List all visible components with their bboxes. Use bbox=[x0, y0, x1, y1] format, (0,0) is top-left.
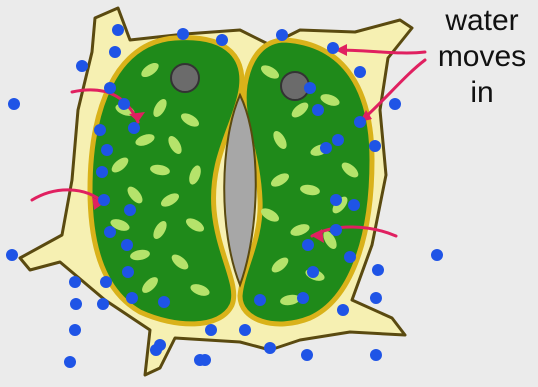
water-molecule-icon bbox=[122, 266, 134, 278]
water-molecule-icon bbox=[264, 342, 276, 354]
water-molecule-icon bbox=[301, 349, 313, 361]
water-molecule-icon bbox=[112, 24, 124, 36]
water-molecule-icon bbox=[94, 124, 106, 136]
water-molecule-icon bbox=[297, 292, 309, 304]
water-molecule-icon bbox=[354, 66, 366, 78]
water-molecule-icon bbox=[177, 28, 189, 40]
water-molecule-icon bbox=[337, 304, 349, 316]
water-molecule-icon bbox=[98, 194, 110, 206]
water-molecule-icon bbox=[254, 294, 266, 306]
water-molecule-icon bbox=[369, 140, 381, 152]
water-molecule-icon bbox=[389, 98, 401, 110]
label-water: water bbox=[426, 6, 538, 36]
water-molecule-icon bbox=[76, 60, 88, 72]
water-molecule-icon bbox=[96, 166, 108, 178]
water-molecule-icon bbox=[276, 29, 288, 41]
water-molecule-icon bbox=[69, 276, 81, 288]
water-molecule-icon bbox=[101, 144, 113, 156]
water-molecule-icon bbox=[6, 249, 18, 261]
label-moves: moves bbox=[426, 42, 538, 72]
water-molecule-icon bbox=[70, 298, 82, 310]
label-in: in bbox=[426, 78, 538, 108]
water-molecule-icon bbox=[64, 356, 76, 368]
water-molecule-icon bbox=[304, 82, 316, 94]
water-molecule-icon bbox=[126, 292, 138, 304]
water-molecule-icon bbox=[118, 98, 130, 110]
water-molecule-icon bbox=[100, 276, 112, 288]
water-molecule-icon bbox=[431, 249, 443, 261]
water-molecule-icon bbox=[370, 292, 382, 304]
water-molecule-icon bbox=[97, 298, 109, 310]
water-molecule-icon bbox=[69, 324, 81, 336]
water-molecule-icon bbox=[8, 98, 20, 110]
water-molecule-icon bbox=[348, 199, 360, 211]
water-molecule-icon bbox=[312, 104, 324, 116]
water-molecule-icon bbox=[370, 349, 382, 361]
water-molecule-icon bbox=[344, 251, 356, 263]
water-molecule-icon bbox=[239, 324, 251, 336]
water-molecule-icon bbox=[332, 134, 344, 146]
water-molecule-icon bbox=[194, 354, 206, 366]
water-molecule-icon bbox=[307, 266, 319, 278]
water-molecule-icon bbox=[121, 239, 133, 251]
water-molecule-icon bbox=[158, 296, 170, 308]
water-molecule-icon bbox=[320, 142, 332, 154]
water-molecule-icon bbox=[205, 324, 217, 336]
water-molecule-icon bbox=[128, 122, 140, 134]
water-molecule-icon bbox=[330, 194, 342, 206]
water-molecule-icon bbox=[372, 264, 384, 276]
water-molecule-icon bbox=[216, 34, 228, 46]
water-molecule-icon bbox=[327, 42, 339, 54]
water-molecule-icon bbox=[150, 344, 162, 356]
water-molecule-icon bbox=[124, 204, 136, 216]
water-molecule-icon bbox=[354, 116, 366, 128]
nucleus-icon bbox=[171, 64, 199, 92]
water-molecule-icon bbox=[109, 46, 121, 58]
water-molecule-icon bbox=[330, 224, 342, 236]
water-molecule-icon bbox=[104, 226, 116, 238]
water-molecule-icon bbox=[302, 239, 314, 251]
water-molecule-icon bbox=[104, 82, 116, 94]
